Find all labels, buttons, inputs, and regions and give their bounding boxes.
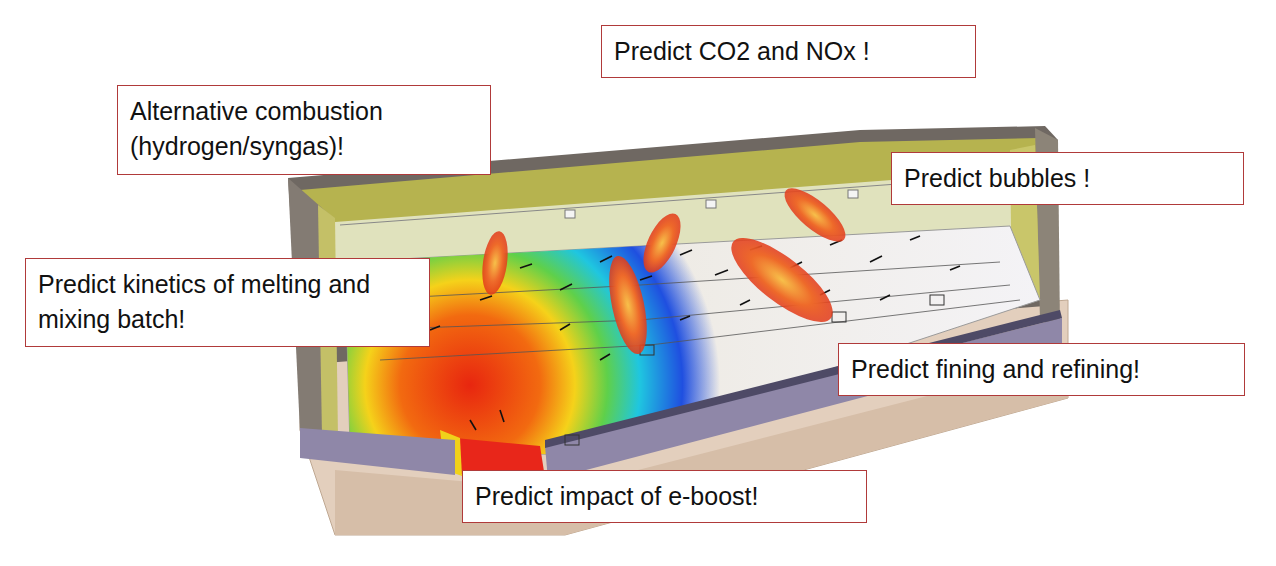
callout-box: Predict kinetics of melting and mixing b… [25,258,430,347]
flame [777,180,853,250]
grid-line [360,285,1010,330]
port [848,190,858,198]
front-wall [300,428,455,475]
callout-text: Predict CO2 and NOx ! [614,34,963,69]
port [565,210,575,218]
callout-box: Alternative combustion (hydrogen/syngas)… [117,85,491,175]
callout-box: Predict bubbles ! [891,152,1244,205]
flame [636,208,688,278]
grid-line [360,262,1000,300]
callout-box: Predict CO2 and NOx ! [601,25,976,78]
flow-vectors [430,236,960,430]
callout-text: Alternative combustion (hydrogen/syngas)… [130,94,478,163]
flame [602,253,654,357]
callout-text: Predict bubbles ! [904,161,1231,196]
callout-text: Predict fining and refining! [851,352,1232,387]
flame [479,230,512,297]
port [706,200,716,208]
flame [720,224,845,335]
callout-text: Predict kinetics of melting and mixing b… [38,267,417,336]
callout-text: Predict impact of e-boost! [475,479,854,514]
callout-box: Predict fining and refining! [838,343,1245,396]
callout-box: Predict impact of e-boost! [462,470,867,523]
